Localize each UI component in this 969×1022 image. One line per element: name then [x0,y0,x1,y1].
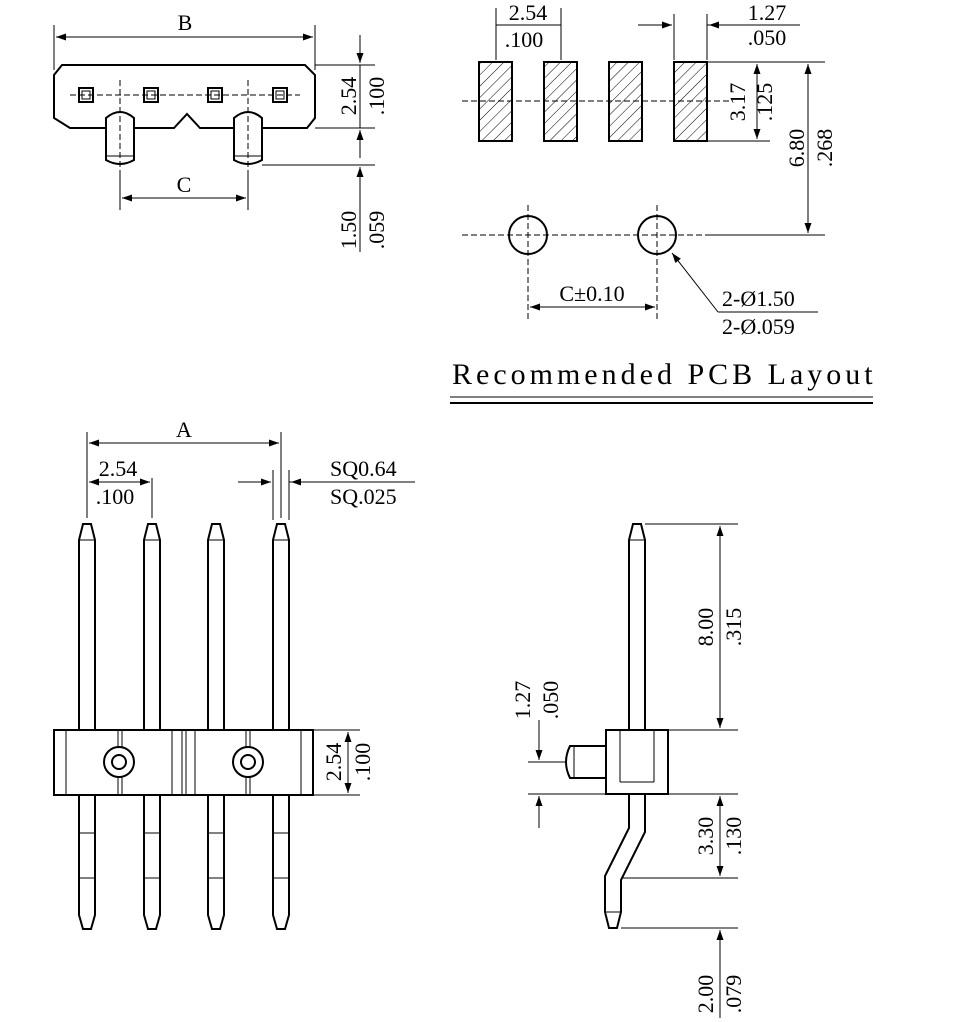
pcb-layout: 2.54 .100 1.27 .050 3.17 .125 6.80 .268 … [450,0,877,404]
pcb-padh-in: .125 [752,83,777,122]
dim-b-label: B [178,10,193,35]
end-top-in: .315 [721,608,746,647]
dim-a-label: A [176,417,192,442]
front-view: B C 2.54 .100 1.50 .059 [53,10,389,252]
end-peg-in: .050 [538,681,563,720]
end-peg-mm: 1.27 [510,681,535,720]
side-view: A 2.54 .100 SQ0.64 SQ.025 2.54 .100 [53,417,415,930]
boss-left [103,746,135,778]
pins [78,523,290,930]
front-pin-in: .059 [364,211,389,250]
front-pin-mm: 1.50 [336,211,361,250]
end-bend-mm: 3.30 [693,817,718,856]
housing-body [53,729,314,796]
pcb-pitch-in: .100 [505,27,544,52]
boss-right [232,746,264,778]
end-tip-mm: 2.00 [693,975,718,1014]
pcb-padh-mm: 3.17 [725,83,750,122]
end-bend-in: .130 [721,817,746,856]
end-pin-lower [604,793,646,929]
pcb-hole-mm: 2-Ø1.50 [722,286,795,311]
end-top-mm: 8.00 [693,608,718,647]
pcb-hole-in: 2-Ø.059 [722,314,795,339]
end-view: 8.00 .315 1.27 .050 3.30 .130 2.00 .079 [510,523,746,1018]
pcb-layout-title: Recommended PCB Layout [452,358,877,391]
side-body-mm: 2.54 [321,743,346,782]
side-pitch-in: .100 [96,484,135,509]
housing-outline [53,64,316,129]
pcb-padw-in: .050 [748,25,787,50]
side-sq-in: SQ.025 [330,484,397,509]
pcb-hole-spacing: C±0.10 [559,281,624,306]
end-tip-in: .079 [721,975,746,1014]
side-body-in: .100 [350,743,375,782]
dim-c-label: C [177,172,192,197]
front-pitch-mm: 2.54 [336,77,361,116]
pcb-padw-mm: 1.27 [748,0,787,25]
end-peg [565,745,607,779]
pcb-span-in: .268 [812,129,837,168]
end-pin-upper [628,523,646,731]
pcb-span-mm: 6.80 [784,129,809,168]
side-pitch-mm: 2.54 [99,456,138,481]
side-sq-mm: SQ0.64 [330,456,397,481]
pcb-pitch-mm: 2.54 [509,0,548,25]
end-housing [605,729,669,795]
front-pitch-in: .100 [364,77,389,116]
